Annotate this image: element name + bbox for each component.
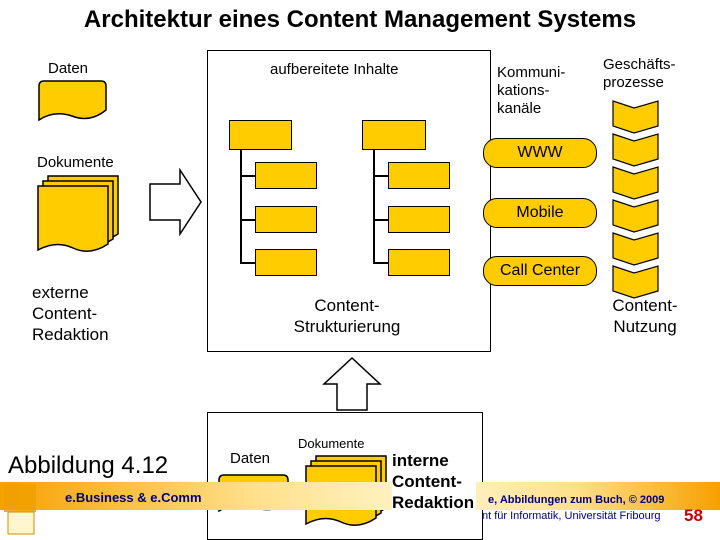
footer-bar xyxy=(0,482,720,510)
channel-call-center: Call Center xyxy=(483,256,597,286)
content-nutzung: Content- Nutzung xyxy=(612,296,678,336)
daten-shape xyxy=(38,80,107,122)
tree-node-right-1 xyxy=(388,162,450,189)
channel-www: WWW xyxy=(483,138,597,168)
daten-label: Daten xyxy=(48,60,89,77)
footer-left-text: e.Business & e.Comm xyxy=(65,490,202,505)
tree-node-left-1 xyxy=(255,162,317,189)
tree-connector xyxy=(373,219,388,221)
dokumente-stack-icon xyxy=(37,175,119,252)
bottom-daten-label: Daten xyxy=(230,450,271,467)
tree-connector xyxy=(240,262,255,264)
tree-connector xyxy=(373,150,375,263)
up-arrow-icon xyxy=(322,356,382,411)
interne-redaktion: interne Content- Redaktion xyxy=(392,450,477,513)
geschaeftsprozesse-label: Geschäfts- prozesse xyxy=(603,56,676,91)
geschaeftsprozesse-chevrons xyxy=(612,100,659,299)
abbildung-label: Abbildung 4.12 xyxy=(6,452,171,480)
tree-connector xyxy=(240,219,255,221)
externe-redaktion: externe Content- Redaktion xyxy=(32,283,109,344)
slide-title: Architektur eines Content Management Sys… xyxy=(83,6,637,33)
dokumente-label: Dokumente xyxy=(37,154,114,171)
right-arrow-icon xyxy=(149,168,202,236)
tree-root-right xyxy=(362,120,426,150)
tree-connector xyxy=(240,175,255,177)
content-strukturierung: Content- Strukturierung xyxy=(293,296,401,336)
bottom-dokumente-label: Dokumente xyxy=(298,436,365,451)
tree-connector xyxy=(373,262,388,264)
page-number: 58 xyxy=(684,506,703,525)
university-logo-icon xyxy=(4,484,36,535)
tree-connector xyxy=(240,150,242,263)
tree-node-left-3 xyxy=(255,249,317,276)
tree-root-left xyxy=(229,120,292,150)
kommunikationskanaele-label: Kommuni- kations- kanäle xyxy=(497,64,566,117)
aufbereitete-inhalte-label: aufbereitete Inhalte xyxy=(270,61,399,78)
tree-node-left-2 xyxy=(255,206,317,233)
footer-right-text-2: nt für Informatik, Universität Fribourg xyxy=(482,510,661,522)
channel-mobile: Mobile xyxy=(483,198,597,228)
tree-node-right-3 xyxy=(388,249,450,276)
tree-connector xyxy=(373,175,388,177)
tree-node-right-2 xyxy=(388,206,450,233)
footer-right-text: e, Abbildungen zum Buch, © 2009 xyxy=(488,494,665,506)
